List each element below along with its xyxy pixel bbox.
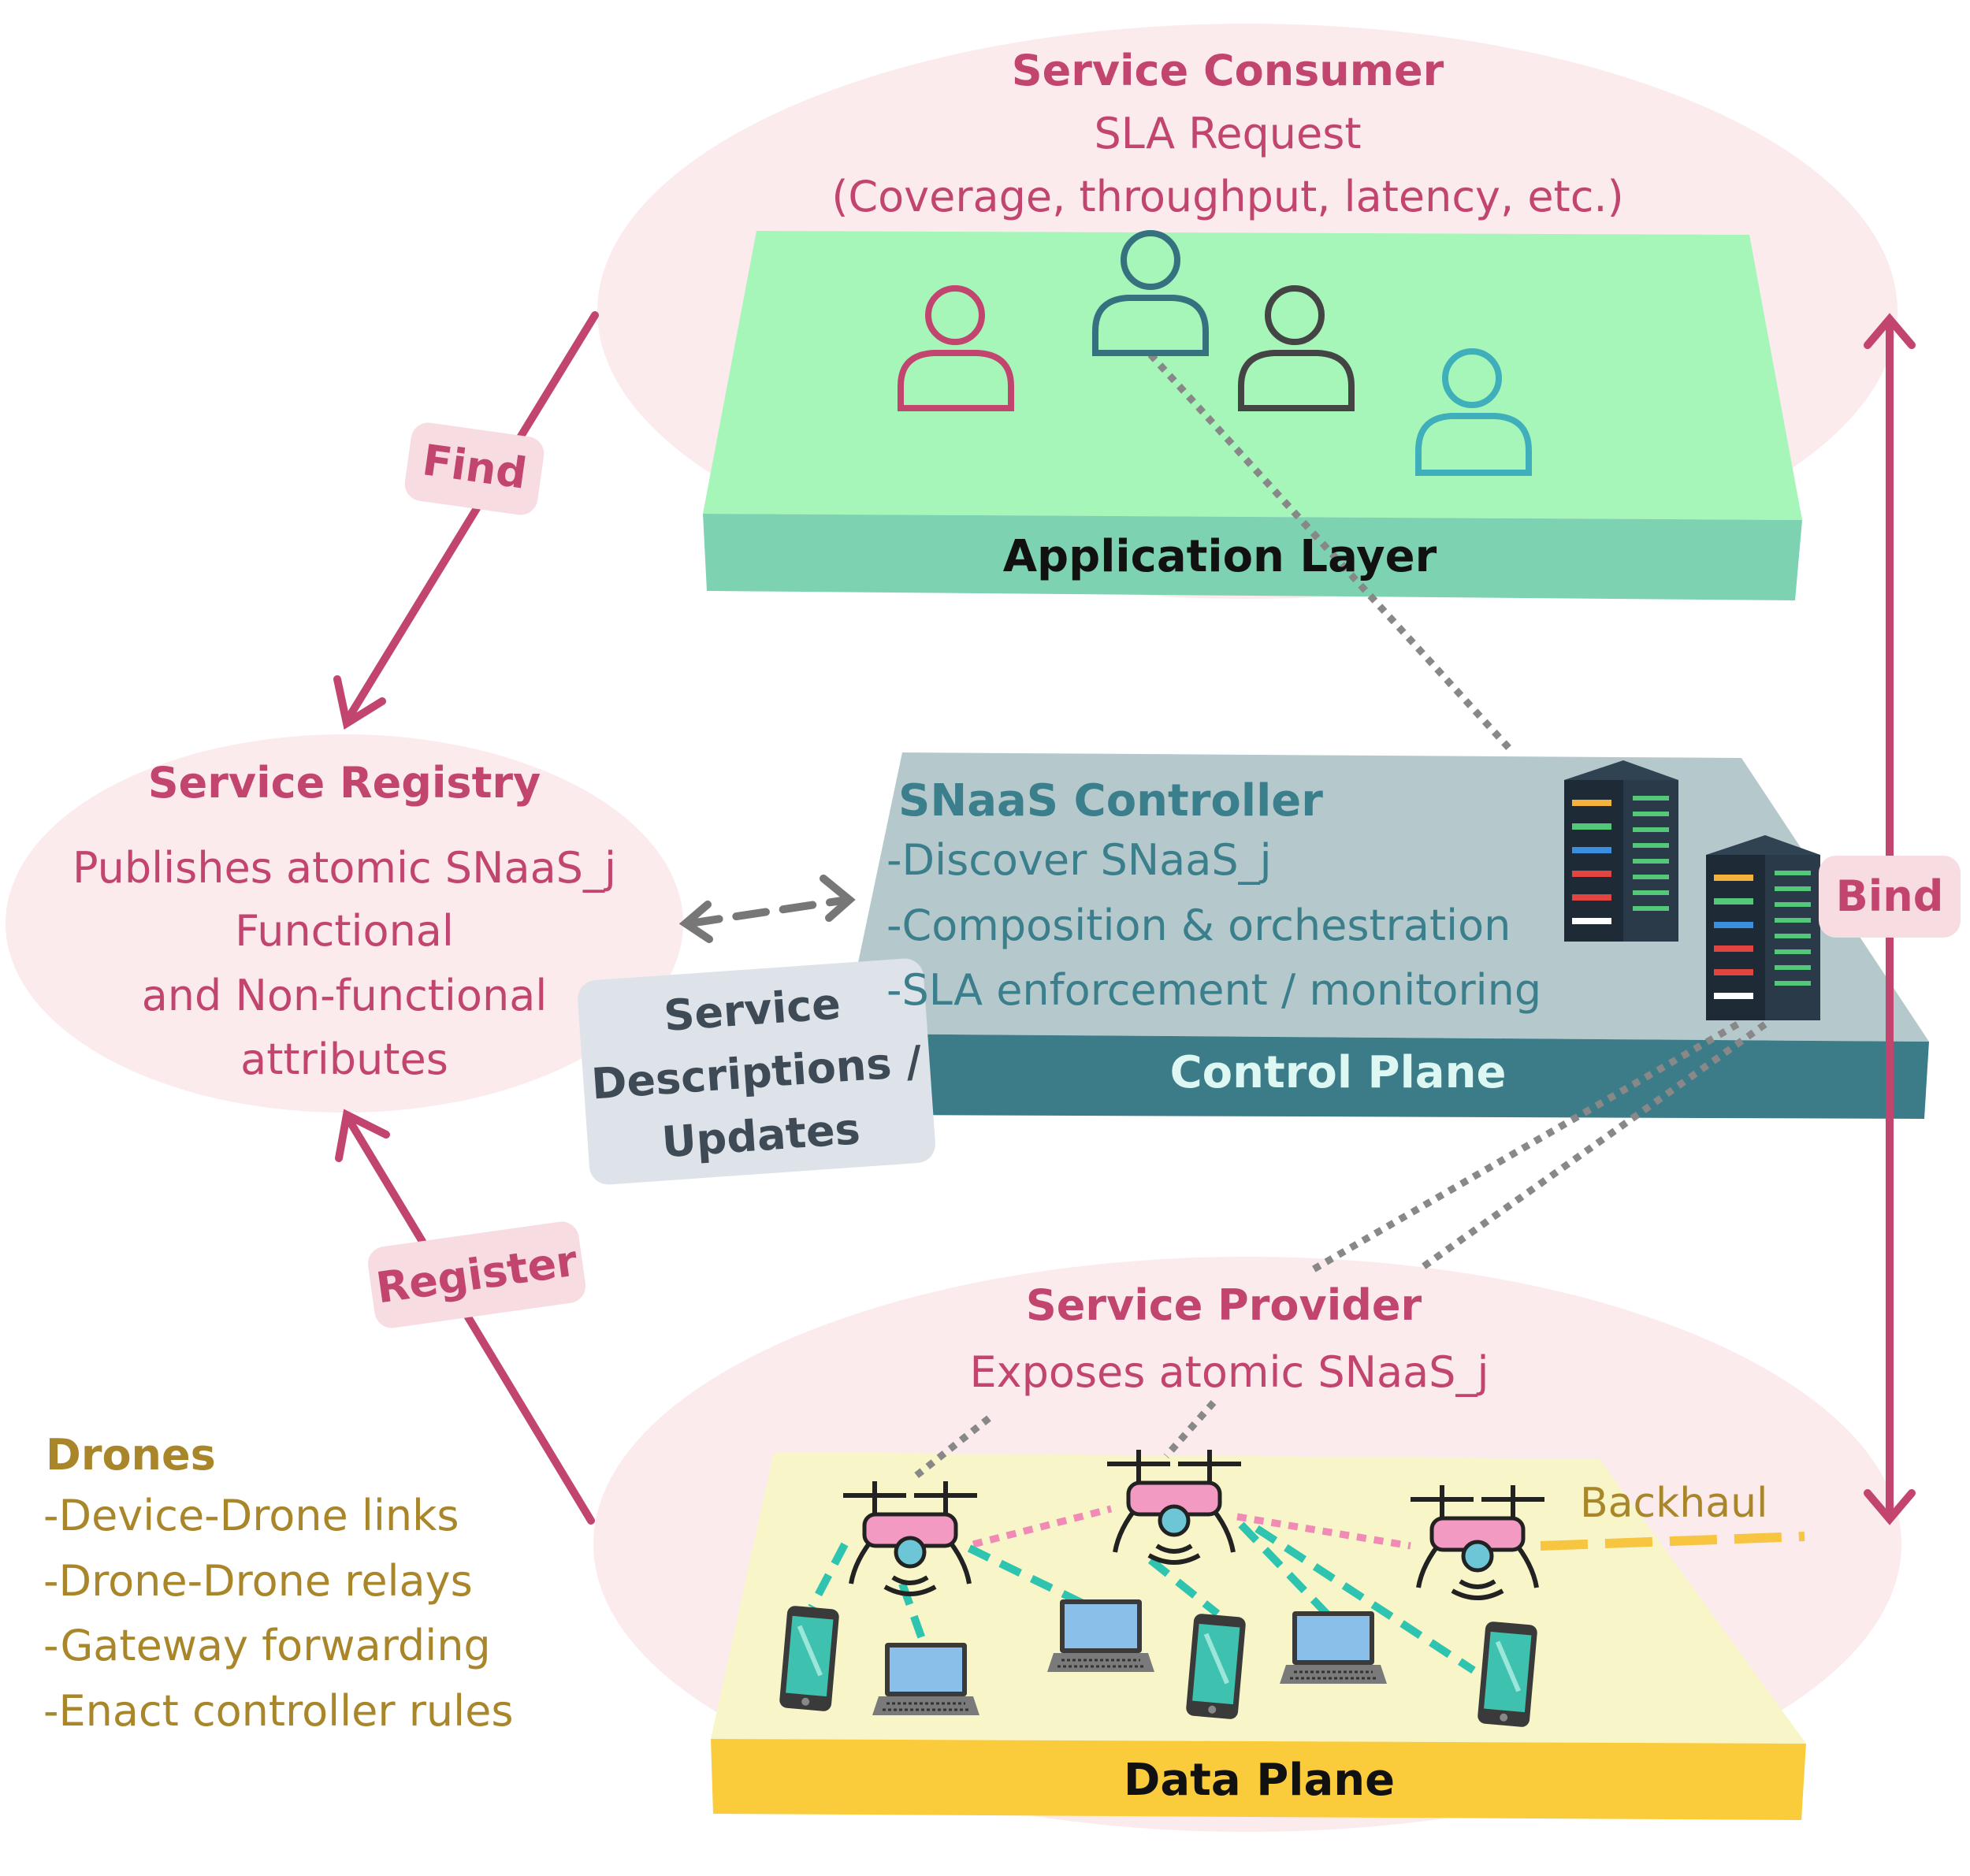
drone-drone-link-2 <box>1236 1513 1411 1550</box>
drones-line-1: -Device-Drone links <box>43 1491 459 1540</box>
application-layer-label: Application Layer <box>1003 531 1437 582</box>
controller-provider-link-1 <box>1310 1021 1740 1273</box>
phone-icon-1 <box>779 1606 839 1711</box>
application-layer-top <box>703 231 1802 520</box>
provider-exposes: Exposes atomic SNaaS_j <box>970 1347 1489 1397</box>
data-plane-front <box>711 1739 1806 1820</box>
service-desc-badge: Service Descriptions / Updates <box>578 958 935 1185</box>
backhaul-link <box>1540 1532 1805 1551</box>
consumer-title: Service Consumer <box>1012 46 1444 95</box>
find-badge: Find <box>404 422 545 515</box>
drones-line-3: -Gateway forwarding <box>43 1621 491 1670</box>
dotted-links <box>912 351 1767 1480</box>
bind-label: Bind <box>1836 871 1944 921</box>
drone-icon-3 <box>1411 1485 1544 1600</box>
registry-line-2: Functional <box>235 906 454 956</box>
control-plane-label: Control Plane <box>1170 1047 1507 1098</box>
consumer-sla-attributes: (Coverage, throughput, latency, etc.) <box>831 172 1623 221</box>
service-description-arrow <box>678 875 856 943</box>
registry-title: Service Registry <box>148 758 541 808</box>
registry-line-4: attributes <box>240 1035 448 1084</box>
provider-drone-link-1 <box>912 1415 991 1480</box>
registry-ellipse <box>6 734 683 1113</box>
bind-badge: Bind <box>1819 856 1961 938</box>
drones-line-2: -Drone-Drone relays <box>43 1556 473 1606</box>
drone-drone-link-1 <box>972 1505 1113 1548</box>
data-plane-label: Data Plane <box>1124 1755 1395 1806</box>
drones-title: Drones <box>46 1430 216 1480</box>
controller-line-2: -Composition & orchestration <box>886 901 1511 950</box>
registry-line-1: Publishes atomic SNaaS_j <box>72 843 616 893</box>
register-arrow <box>335 1109 595 1525</box>
register-badge: Register <box>367 1221 586 1328</box>
user-controller-link <box>1147 351 1516 756</box>
server-icon-2 <box>1706 835 1820 1020</box>
device-link-4 <box>1147 1557 1221 1617</box>
provider-drone-link-2 <box>1163 1400 1217 1458</box>
device-link-1 <box>808 1542 849 1610</box>
drone-links <box>808 1505 1805 1674</box>
user-icon-dark-teal <box>1092 230 1209 356</box>
drones-line-4: -Enact controller rules <box>43 1686 514 1736</box>
provider-title: Service Provider <box>1026 1280 1422 1330</box>
find-arrow <box>333 311 599 730</box>
device-link-6 <box>1254 1525 1476 1674</box>
controller-line-3: -SLA enforcement / monitoring <box>886 965 1541 1015</box>
server-icon-1 <box>1564 760 1678 942</box>
laptop-icon-1 <box>872 1643 979 1715</box>
consumer-sla-request: SLA Request <box>1094 109 1361 158</box>
controller-title: SNaaS Controller <box>898 775 1323 827</box>
phone-icon-2 <box>1186 1614 1246 1719</box>
phone-icon-3 <box>1478 1622 1537 1727</box>
drone-icon-2 <box>1107 1450 1241 1565</box>
service-desc-line-1: Service <box>662 979 842 1041</box>
drone-icon-1 <box>843 1481 977 1596</box>
laptop-icon-2 <box>1047 1599 1154 1672</box>
user-icon-pink <box>898 285 1014 411</box>
device-link-3 <box>967 1544 1110 1619</box>
device-link-5 <box>1238 1521 1339 1626</box>
registry-line-3: and Non-functional <box>142 971 548 1020</box>
user-icon-light-teal <box>1415 348 1532 476</box>
backhaul-label: Backhaul <box>1580 1480 1767 1527</box>
user-icon-grey <box>1238 285 1355 411</box>
application-layer-front <box>703 514 1802 600</box>
laptop-icon-3 <box>1280 1611 1387 1684</box>
controller-line-1: -Discover SNaaS_j <box>886 835 1272 885</box>
